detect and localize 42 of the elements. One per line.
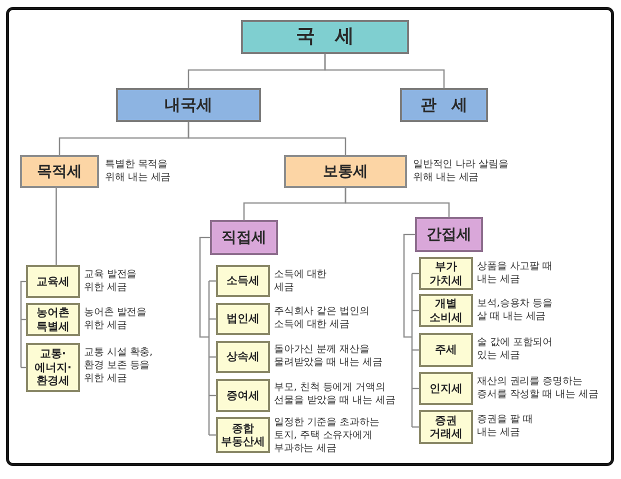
description-text: 농어촌 발전을 위한 세금 (84, 306, 148, 332)
description-text: 주식회사 같은 법인의 소득에 대한 세금 (274, 305, 370, 331)
connector-line (188, 122, 346, 155)
tax-box: 상속세 (216, 341, 270, 373)
tax-box: 부가 가치세 (419, 257, 473, 290)
tax-box: 농어촌 특별세 (26, 303, 80, 336)
tax-box: 교통· 에너지· 환경세 (26, 343, 80, 392)
description-text: 재산의 권리를 증명하는 증서를 작성할 때 내는 세금 (477, 375, 600, 401)
description-text: 일반적인 나라 살림을 위해 내는 세금 (413, 158, 510, 184)
category-box: 보통세 (284, 155, 407, 188)
description-text: 일정한 기준을 초과하는 토지, 주택 소유자에게 부과하는 세금 (274, 416, 380, 455)
tax-box: 소득세 (216, 265, 270, 297)
connector-line (324, 54, 445, 88)
category-box: 관 세 (400, 88, 488, 122)
tax-box: 법인세 (216, 303, 270, 335)
connector-line (199, 236, 211, 436)
category-box: 내국세 (116, 88, 261, 122)
tax-box: 주세 (419, 333, 473, 367)
category-box: 목적세 (20, 155, 99, 188)
description-text: 보석,승용차 등을 살 때 내는 세금 (477, 297, 554, 323)
description-text: 소득에 대한 세금 (274, 268, 328, 294)
connector-line (344, 188, 450, 217)
description-text: 상품을 사고팔 때 내는 세금 (477, 260, 554, 286)
description-text: 교육 발전을 위한 세금 (84, 268, 138, 294)
root-category-box: 국 세 (241, 20, 409, 54)
tax-box: 증권 거래세 (419, 410, 473, 444)
connector-line (403, 234, 416, 428)
connector-line (20, 280, 26, 368)
tax-box: 개별 소비세 (419, 294, 473, 327)
description-text: 특별한 목적을 위해 내는 세금 (105, 158, 172, 184)
tax-box: 증여세 (216, 379, 270, 412)
category-box: 직접세 (210, 220, 278, 255)
tax-box: 종합 부동산세 (216, 417, 270, 453)
description-text: 증권을 팔 때 내는 세금 (477, 413, 534, 439)
tax-box: 인지세 (419, 372, 473, 405)
category-box: 간접세 (415, 217, 483, 252)
description-text: 술 값에 포함되어 있는 세금 (477, 336, 554, 362)
description-text: 돌아가신 분께 재산을 물려받았을 때 내는 세금 (274, 343, 384, 369)
tax-box: 교육세 (26, 265, 80, 298)
description-text: 부모, 친척 등에게 거액의 선물을 받았을 때 내는 세금 (274, 381, 396, 407)
description-text: 교통 시설 확충, 환경 보존 등을 위한 세금 (84, 346, 154, 385)
connector-line (56, 188, 57, 265)
